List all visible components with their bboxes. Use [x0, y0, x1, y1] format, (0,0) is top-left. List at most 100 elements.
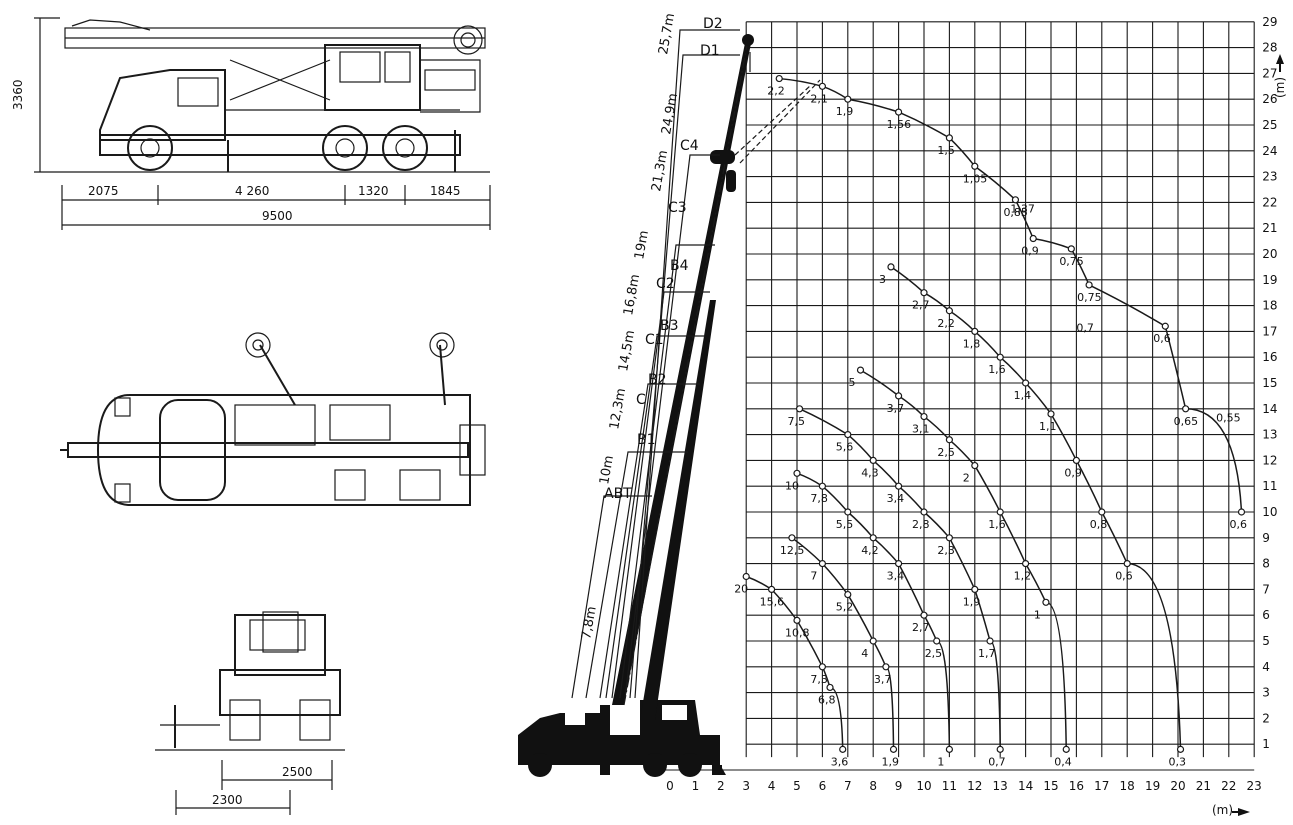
load-value-label: 0,6	[1230, 518, 1248, 531]
x-tick-label: 15	[1043, 779, 1058, 793]
rear-view-truck-crane: 2500 2300	[155, 611, 345, 815]
load-point	[856, 366, 865, 374]
x-tick-label: 22	[1221, 779, 1236, 793]
boom-label-abt: ABT	[604, 486, 632, 502]
boom-length-d2: 25,7m	[656, 12, 678, 56]
load-point	[945, 134, 954, 142]
load-value-label: 0,9	[1021, 245, 1039, 258]
load-value-label: 0,6	[1115, 570, 1133, 583]
y-tick-label: 24	[1262, 144, 1277, 158]
boom-label-b1: B1	[637, 432, 656, 448]
load-value-label: 4	[861, 647, 868, 660]
load-point	[844, 431, 852, 439]
load-value-label: 7,5	[788, 415, 806, 428]
load-point	[788, 534, 796, 542]
load-point	[887, 263, 895, 271]
crane-silhouette	[518, 700, 726, 777]
load-point	[971, 162, 979, 170]
load-point	[869, 456, 877, 464]
load-value-label: 1,4	[1014, 389, 1032, 402]
load-value-label: 2,2	[767, 85, 785, 98]
y-tick-label: 17	[1262, 324, 1277, 338]
y-axis-label: (m)	[1273, 77, 1287, 98]
load-point	[1029, 234, 1037, 243]
x-tick-label: 10	[916, 779, 931, 793]
load-point	[793, 616, 801, 624]
load-point	[1021, 559, 1030, 568]
dim-seg1: 2075	[88, 184, 119, 198]
load-point	[920, 289, 928, 297]
load-value-label: 0,4	[1054, 755, 1072, 768]
load-point	[971, 327, 979, 335]
boom-length-c2: 16,8m	[621, 273, 643, 317]
boom-label-c: C	[636, 392, 646, 408]
load-value-label: 2,8	[912, 518, 930, 531]
load-point	[894, 108, 903, 116]
load-point	[826, 683, 834, 692]
load-value-label: 3,7	[874, 673, 892, 686]
boom-length-b1: 10m	[597, 454, 617, 485]
y-tick-label: 26	[1262, 92, 1277, 106]
load-point	[775, 74, 783, 83]
load-point	[894, 559, 903, 568]
load-value-label: 1,8	[963, 337, 981, 350]
load-point	[889, 745, 898, 753]
y-tick-label: 25	[1262, 118, 1277, 132]
load-point	[894, 482, 903, 490]
load-value-label: 1,1	[1039, 420, 1057, 433]
load-value-label: 1,9	[882, 755, 900, 768]
load-point	[818, 559, 827, 568]
x-tick-label: 12	[967, 779, 982, 793]
y-tick-label: 14	[1262, 402, 1277, 416]
load-point	[920, 611, 928, 619]
y-axis-arrow-icon	[1276, 54, 1284, 64]
load-point	[844, 590, 852, 599]
side-view-truck-crane: 3360 2075 4 260 1320 1845 9500	[11, 17, 491, 230]
x-tick-label: 0	[666, 779, 674, 793]
load-value-label: 0,7	[1076, 321, 1094, 334]
load-value-label: 0,55	[1216, 412, 1241, 425]
y-tick-label: 6	[1262, 608, 1270, 622]
boom-section-labels: ABT 7,8m B1 10m C 12,3m B2 C1 14,5m B3 C…	[579, 12, 723, 641]
load-point	[1042, 598, 1050, 606]
boom-length-c: 12,3m	[607, 387, 629, 431]
load-point	[767, 585, 776, 594]
load-value-label: 3,7	[887, 402, 905, 415]
boom-length-c1: 14,5m	[616, 329, 638, 373]
load-value-label: 4,3	[861, 466, 879, 479]
y-tick-label: 23	[1262, 170, 1277, 184]
load-value-label: 1,9	[963, 595, 981, 608]
load-value-label: 0,75	[1077, 291, 1102, 304]
x-axis-arrow-icon	[1238, 808, 1250, 816]
load-value-label: 3,6	[831, 755, 849, 768]
load-value-label: 1,2	[1014, 570, 1032, 583]
load-value-label: 0,75	[1059, 255, 1084, 268]
y-tick-label: 16	[1262, 350, 1277, 364]
load-value-label: 1,05	[963, 172, 988, 185]
load-point	[795, 405, 804, 413]
load-point	[839, 745, 847, 753]
x-tick-label: 5	[793, 779, 801, 793]
boom-label-b4: B4	[670, 258, 689, 274]
y-tick-label: 29	[1262, 15, 1277, 29]
load-value-label: 3	[879, 273, 886, 286]
y-tick-label: 7	[1262, 582, 1270, 596]
load-value-label: 2,5	[937, 446, 955, 459]
boom-label-b2: B2	[648, 372, 667, 388]
load-value-label: 7	[810, 570, 817, 583]
load-value-label: 2,1	[810, 92, 828, 105]
load-value-label: 1,9	[836, 105, 854, 118]
load-point	[933, 637, 941, 645]
boom-length-d1: 24,9m	[659, 92, 681, 136]
load-point	[1098, 508, 1106, 516]
load-value-label: 10	[785, 479, 799, 492]
load-value-label: 7,3	[810, 673, 828, 686]
load-value-label: 6,8	[818, 693, 836, 706]
load-value-label: 5,5	[836, 518, 854, 531]
y-tick-label: 19	[1262, 273, 1277, 287]
load-point	[818, 82, 827, 90]
y-tick-label: 13	[1262, 428, 1277, 442]
load-value-label: 2,7	[912, 621, 930, 634]
load-value-label: 1,6	[988, 363, 1006, 376]
